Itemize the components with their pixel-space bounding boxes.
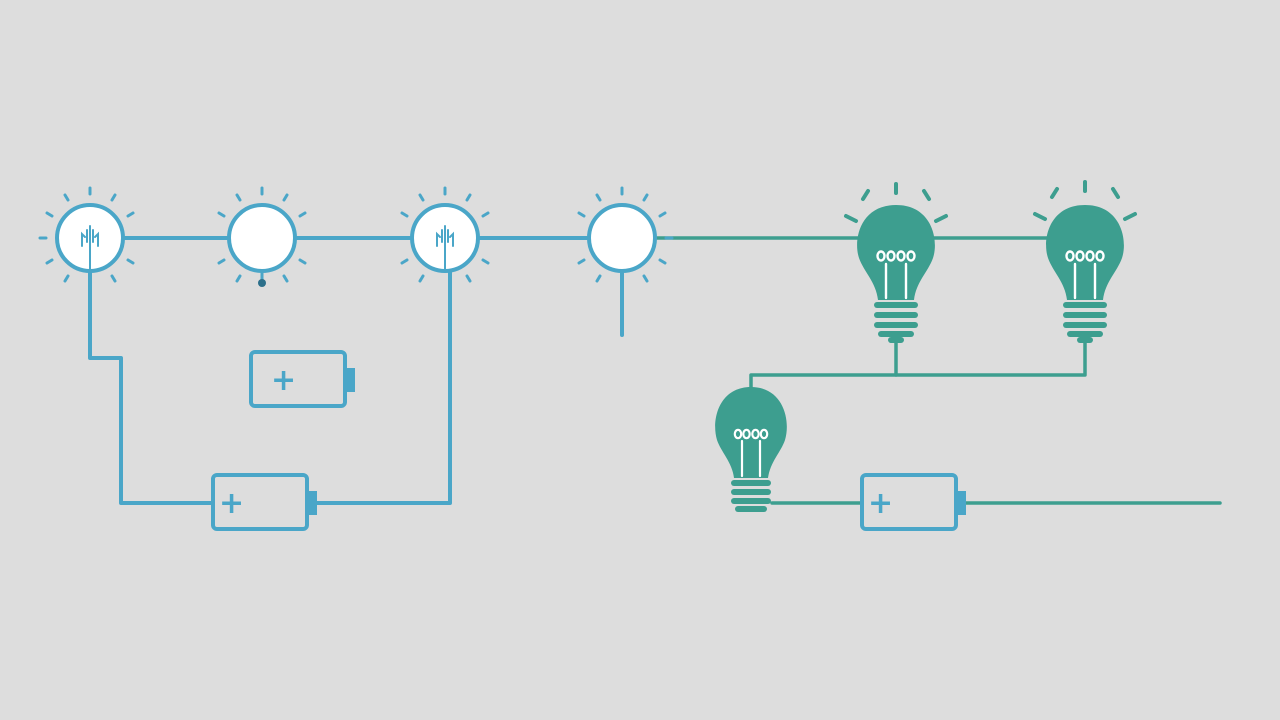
battery-plus: + — [868, 486, 893, 521]
wire-bulb-2-down — [894, 340, 1087, 377]
bulb-glass — [857, 205, 935, 300]
lamp-drop — [258, 279, 266, 287]
battery-body — [860, 473, 958, 531]
wire-left-loop — [88, 270, 215, 505]
bulb-filament — [1065, 250, 1105, 300]
battery-plus: + — [271, 363, 296, 398]
battery-1: + — [249, 350, 355, 408]
bulb-base — [1063, 302, 1107, 343]
bulb-base — [731, 480, 771, 512]
bulb-filament — [733, 428, 769, 478]
bulb-rays — [844, 182, 948, 223]
blue-wires — [88, 236, 624, 505]
lamp-1 — [38, 186, 142, 283]
lamp-3 — [393, 186, 497, 283]
battery-plus: + — [219, 486, 244, 521]
wire-bulbs-join — [749, 340, 898, 390]
filament-icon — [436, 225, 454, 271]
bulb-filament — [876, 250, 916, 300]
lamp-globe — [587, 203, 657, 273]
lamp-2 — [210, 186, 314, 287]
light-bulb-3 — [715, 387, 787, 512]
light-bulb-2 — [1033, 180, 1137, 343]
battery-3: + — [860, 473, 966, 531]
battery-body — [211, 473, 309, 531]
battery-terminal — [347, 368, 355, 392]
battery-terminal — [958, 491, 966, 515]
wire-right-loop — [314, 270, 452, 505]
bulb-glass — [715, 387, 787, 478]
bulb-glass — [1046, 205, 1124, 300]
lamp-globe — [227, 203, 297, 273]
bulb-rays — [1033, 180, 1137, 221]
bulb-base — [874, 302, 918, 343]
battery-terminal — [309, 491, 317, 515]
light-bulb-1 — [844, 182, 948, 343]
teal-wires — [654, 236, 1222, 505]
lamp-4 — [570, 186, 674, 283]
filament-icon — [81, 225, 99, 271]
battery-2: + — [211, 473, 317, 531]
battery-body — [249, 350, 347, 408]
